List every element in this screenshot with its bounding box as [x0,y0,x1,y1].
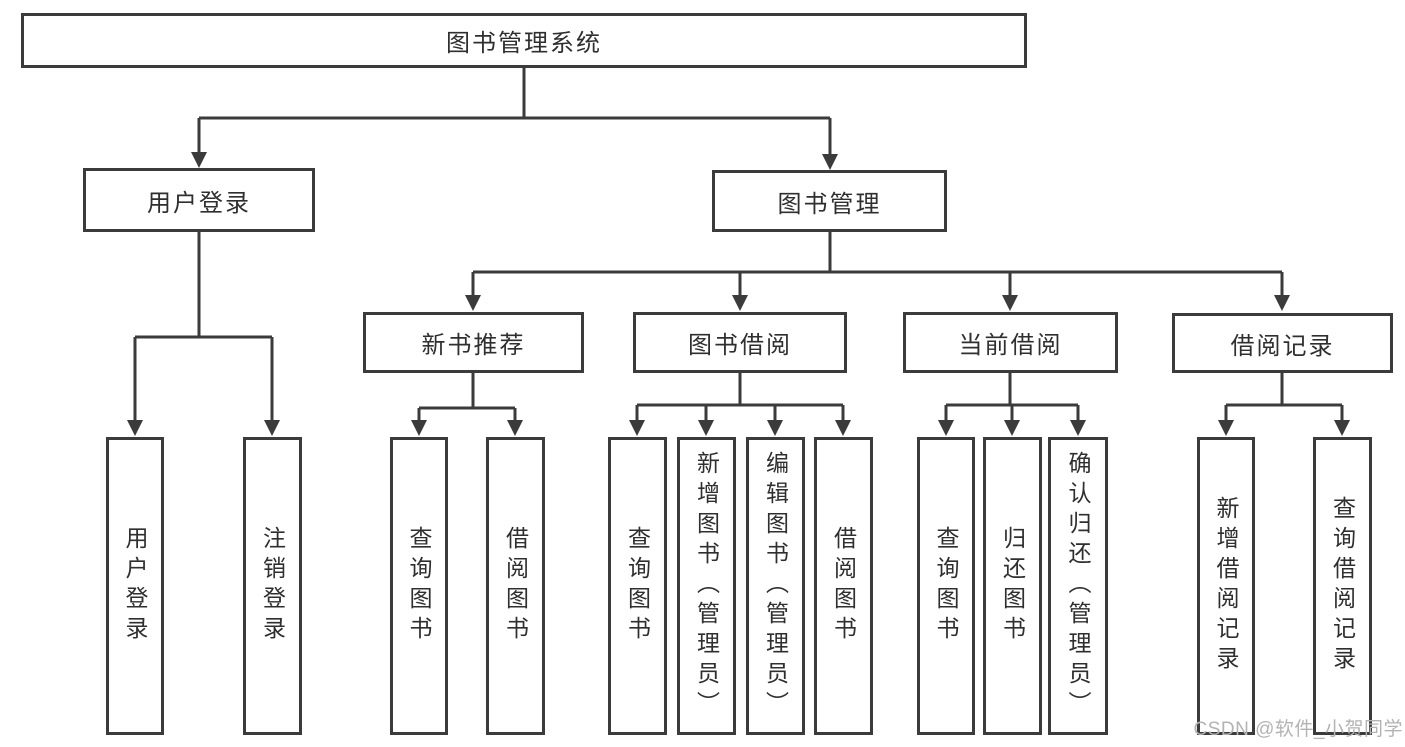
node-borrowing-records: 借阅记录 [1172,313,1393,373]
leaf-query-books-current: 查询图书 [917,437,975,735]
node-user-login: 用户登录 [83,168,315,232]
leaf-confirm-return-admin: 确认归还（管理员） [1048,437,1108,735]
leaf-add-borrow-record: 新增借阅记录 [1197,437,1255,735]
leaf-user-login: 用户登录 [106,437,164,735]
leaf-add-books-admin: 新增图书（管理员） [677,437,736,735]
node-root: 图书管理系统 [21,13,1027,68]
connector-path [133,68,1344,421]
leaf-query-books-recommend: 查询图书 [390,437,448,735]
node-current-borrowing: 当前借阅 [903,312,1118,373]
node-book-borrowing: 图书借阅 [633,312,847,373]
leaf-logout: 注销登录 [243,437,302,735]
leaf-borrow-books-borrowing: 借阅图书 [814,437,873,735]
node-new-book-recommendation: 新书推荐 [363,312,584,373]
leaf-borrow-books-recommend: 借阅图书 [486,437,545,735]
watermark: CSDN @软件_小贺同学 [1193,719,1403,740]
leaf-query-borrow-record: 查询借阅记录 [1313,437,1372,735]
leaf-return-books: 归还图书 [983,437,1042,735]
node-book-management: 图书管理 [712,170,947,232]
leaf-query-books-borrowing: 查询图书 [608,437,667,735]
leaf-edit-books-admin: 编辑图书（管理员） [746,437,805,735]
arrow-down-icons [127,152,1350,436]
